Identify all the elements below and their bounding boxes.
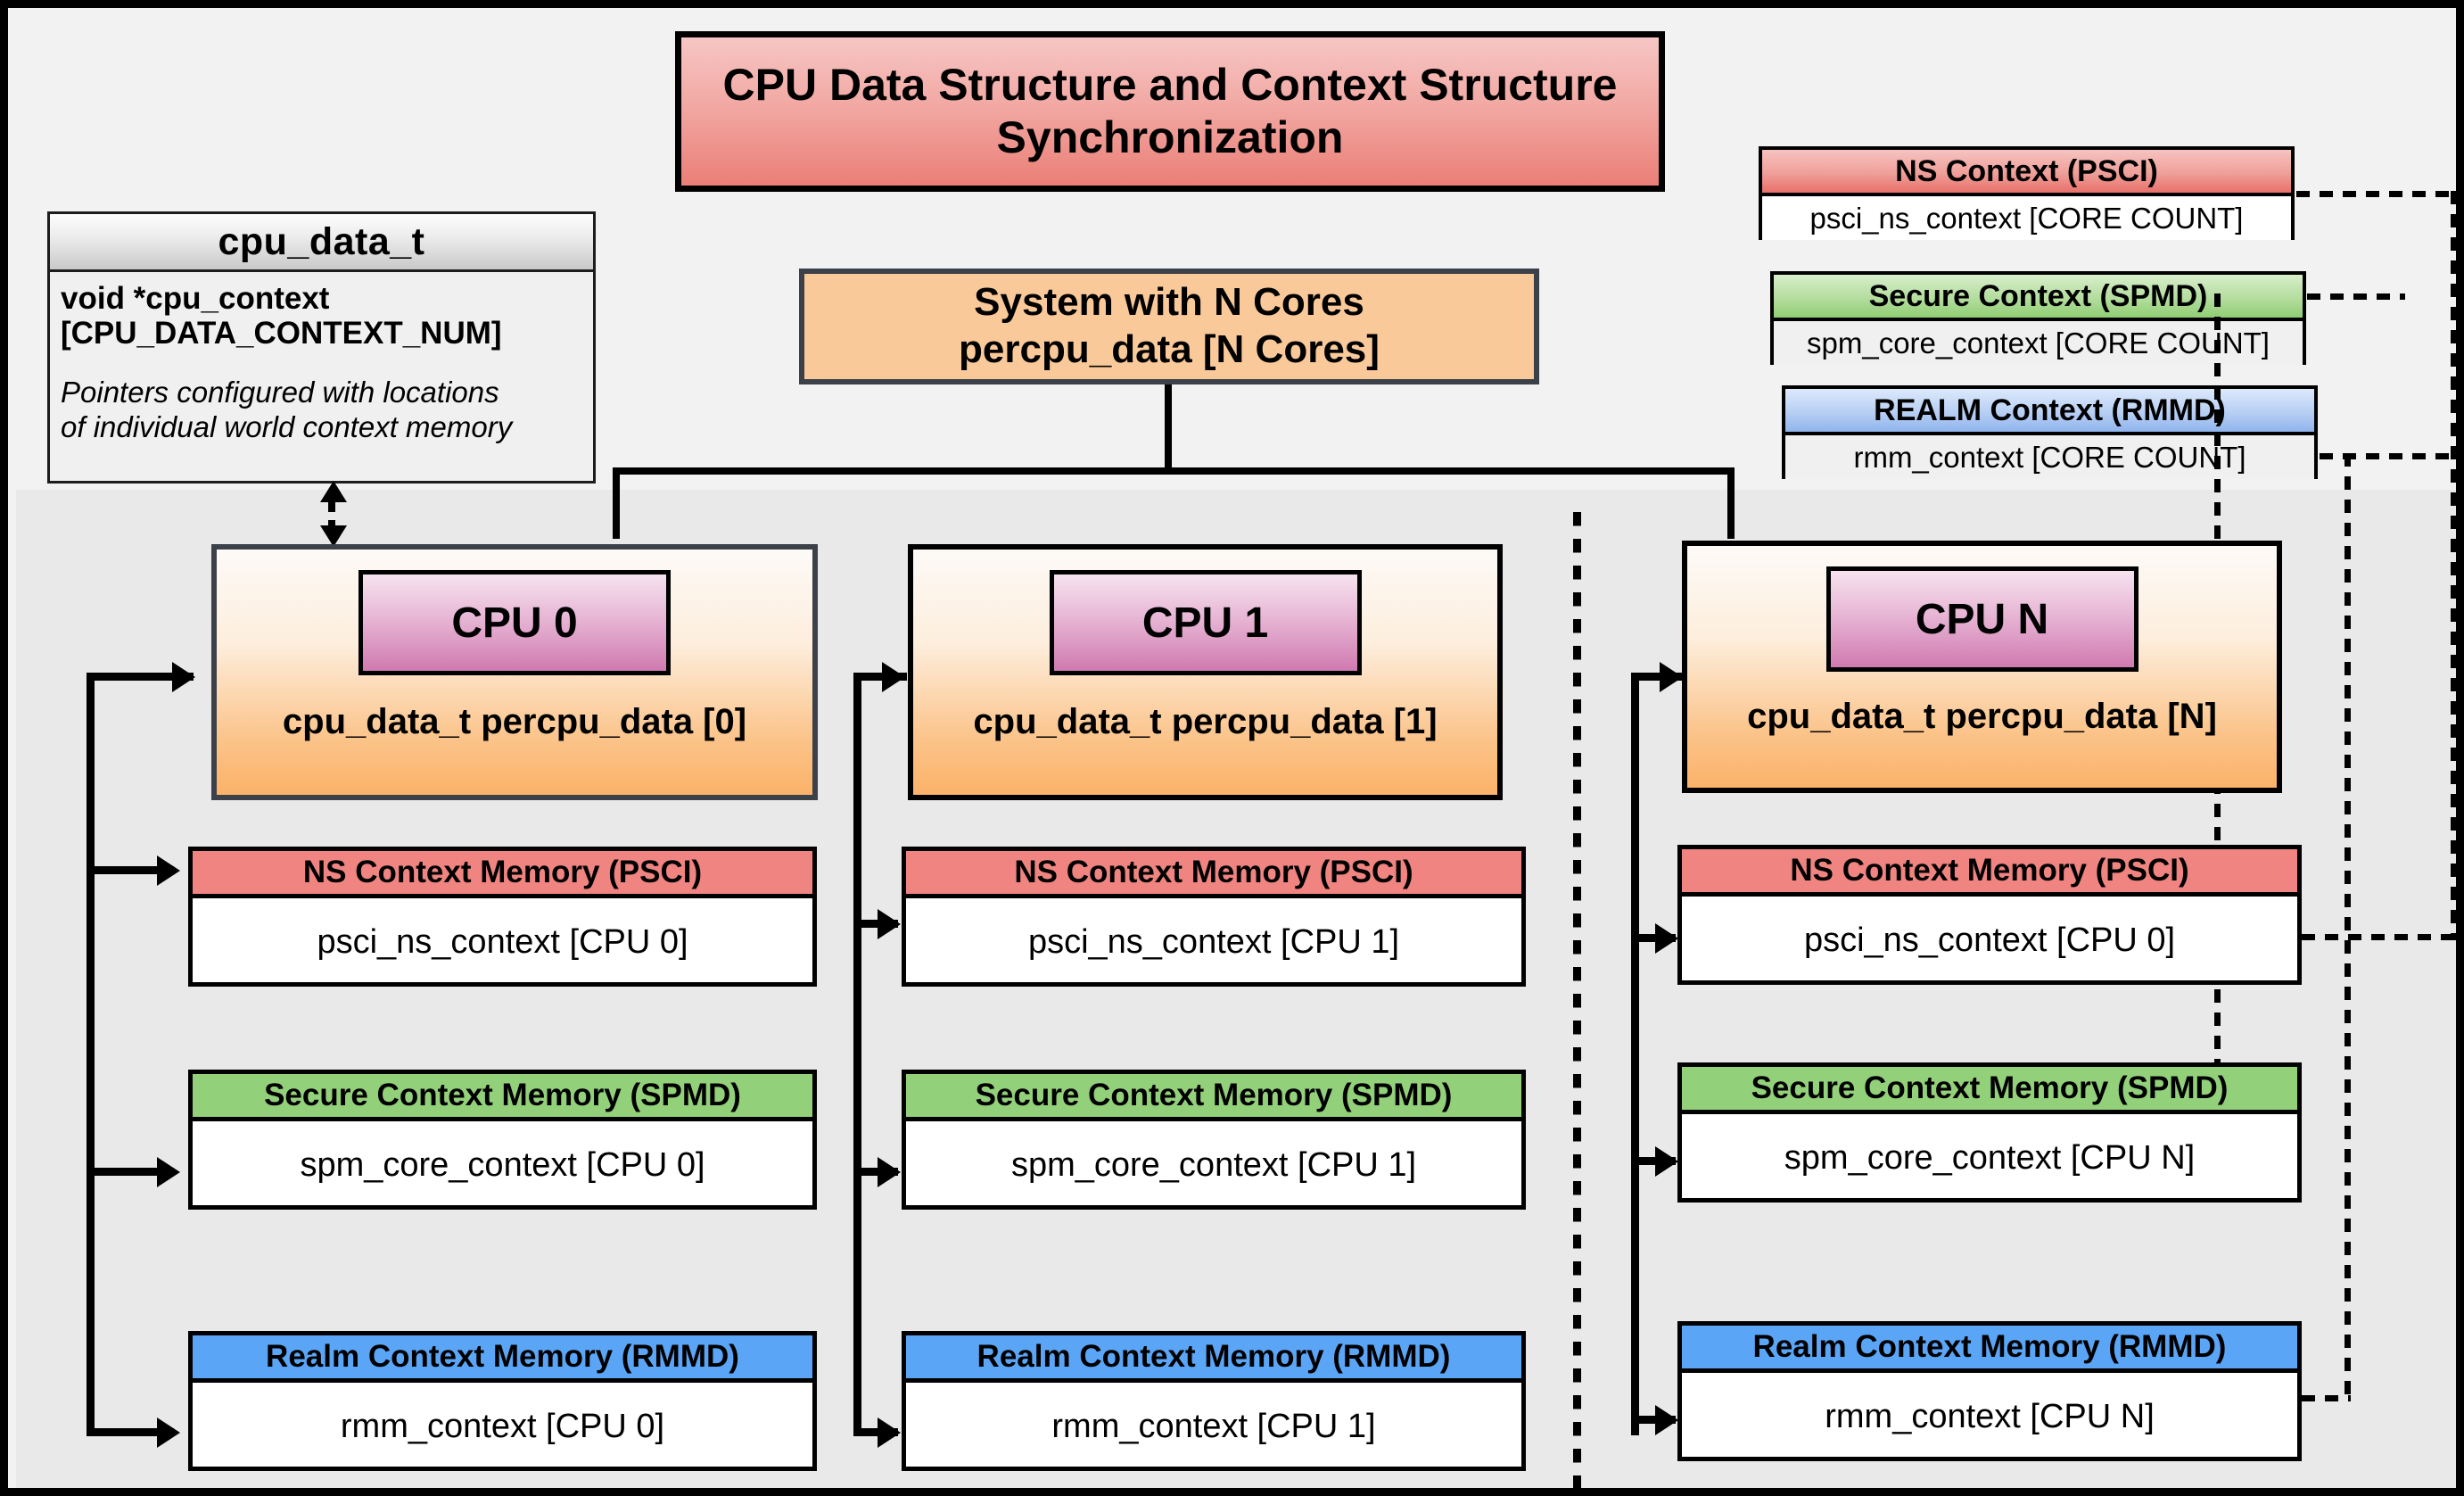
- cpu-caption-n: cpu_data_t percpu_data [N]: [1747, 697, 2217, 736]
- memory-body-n-realm: rmm_context [CPU N]: [1825, 1398, 2155, 1435]
- memory-box-n-ns: NS Context Memory (PSCI) psci_ns_context…: [1677, 845, 2302, 985]
- dash-ns-bottom: [2209, 934, 2456, 940]
- dash-ns-top: [2296, 191, 2456, 197]
- memory-header-n-ns: NS Context Memory (PSCI): [1682, 849, 2297, 897]
- dash-ns-right: [2451, 191, 2456, 940]
- cpu-data-t-body: void *cpu_context [CPU_DATA_CONTEXT_NUM]…: [50, 272, 593, 452]
- cpun-arrow-ns: [1655, 923, 1678, 954]
- cpun-bus-branch-ns: [1631, 934, 1676, 942]
- legend-secure-body: spm_core_context [CORE COUNT]: [1774, 321, 2303, 365]
- memory-body-n-secure: spm_core_context [CPU N]: [1784, 1139, 2196, 1177]
- cpu-chip-n: CPU N: [1825, 566, 2138, 672]
- left-bus-branch-realm: [87, 1428, 174, 1436]
- cpu1-arrow-cpu: [882, 662, 905, 692]
- cpu-data-t-header: cpu_data_t: [50, 214, 593, 272]
- memory-body-1-secure: spm_core_context [CPU 1]: [1010, 1146, 1417, 1184]
- cpu-data-t-field-line1: void *cpu_context: [61, 281, 330, 316]
- cpu1-arrow-realm: [878, 1417, 901, 1448]
- cpu-chip-0: CPU 0: [358, 570, 671, 675]
- left-bus-arrow-ns: [157, 855, 180, 886]
- system-bus-drop: [1165, 384, 1172, 474]
- memory-body-0-ns: psci_ns_context [CPU 0]: [317, 923, 688, 961]
- memory-box-1-ns: NS Context Memory (PSCI) psci_ns_context…: [902, 847, 1526, 987]
- memory-header-0-ns: NS Context Memory (PSCI): [193, 851, 812, 898]
- legend-realm-body: rmm_context [CORE COUNT]: [1785, 435, 2314, 479]
- memory-box-0-realm: Realm Context Memory (RMMD) rmm_context …: [188, 1331, 817, 1471]
- left-bus-branch-secure: [87, 1168, 174, 1176]
- dash-realm-right: [2345, 453, 2351, 1401]
- system-box: System with N Cores percpu_data [N Cores…: [799, 269, 1539, 384]
- memory-box-0-ns: NS Context Memory (PSCI) psci_ns_context…: [188, 847, 817, 987]
- memory-header-0-realm: Realm Context Memory (RMMD): [193, 1335, 812, 1383]
- cpu1-arrow-ns: [878, 909, 901, 939]
- left-bus-arrow-realm: [157, 1417, 180, 1448]
- cpu-caption-1: cpu_data_t percpu_data [1]: [973, 702, 1438, 741]
- cpu1-bus-branch-ns: [853, 920, 898, 928]
- dash-realm-top: [2320, 453, 2456, 459]
- cpu1-bus-branch-realm: [853, 1428, 898, 1436]
- legend-secure-header: Secure Context (SPMD): [1774, 275, 2303, 321]
- dash-secure-top: [2307, 293, 2405, 300]
- memory-body-0-realm: rmm_context [CPU 0]: [340, 1408, 665, 1445]
- cpu-data-link-arrow-down: [320, 525, 347, 547]
- memory-header-n-secure: Secure Context Memory (SPMD): [1682, 1067, 2297, 1114]
- cpu-data-t-box: cpu_data_t void *cpu_context [CPU_DATA_C…: [47, 211, 596, 484]
- legend-ns-context: NS Context (PSCI) psci_ns_context [CORE …: [1759, 146, 2295, 240]
- legend-ns-header: NS Context (PSCI): [1762, 150, 2291, 196]
- cpu-data-link-arrow-up: [320, 481, 347, 502]
- memory-header-1-ns: NS Context Memory (PSCI): [906, 851, 1521, 898]
- diagram-title-text: CPU Data Structure and Context Structure…: [722, 60, 1618, 162]
- memory-box-1-secure: Secure Context Memory (SPMD) spm_core_co…: [902, 1070, 1526, 1210]
- cpu-panel-1: CPU 1 cpu_data_t percpu_data [1]: [908, 544, 1503, 800]
- cpun-arrow-secure: [1655, 1146, 1678, 1177]
- cpu-data-t-note-line1: Pointers configured with locations: [61, 376, 499, 409]
- left-bus-arrow-secure: [157, 1157, 180, 1187]
- memory-header-1-secure: Secure Context Memory (SPMD): [906, 1074, 1521, 1121]
- cpu-data-t-field-line2: [CPU_DATA_CONTEXT_NUM]: [61, 316, 502, 351]
- cpu-data-link-dash: [328, 500, 335, 534]
- memory-box-0-secure: Secure Context Memory (SPMD) spm_core_co…: [188, 1070, 817, 1210]
- cpun-arrow-realm: [1655, 1405, 1678, 1435]
- memory-header-1-realm: Realm Context Memory (RMMD): [906, 1335, 1521, 1383]
- legend-realm-header: REALM Context (RMMD): [1785, 389, 2314, 435]
- system-bus-horizontal: [613, 467, 1735, 475]
- cpun-bus-branch-secure: [1631, 1157, 1676, 1165]
- memory-body-n-ns: psci_ns_context [CPU 0]: [1803, 922, 2176, 959]
- cpu-panel-n: CPU N cpu_data_t percpu_data [N]: [1682, 541, 2282, 793]
- system-box-line1: System with N Cores: [974, 280, 1364, 325]
- diagram-title: CPU Data Structure and Context Structure…: [675, 31, 1665, 192]
- cpun-bus-branch-realm: [1631, 1416, 1676, 1424]
- memory-header-n-realm: Realm Context Memory (RMMD): [1682, 1326, 2297, 1373]
- legend-secure-context: Secure Context (SPMD) spm_core_context […: [1770, 271, 2306, 365]
- cpu-caption-0: cpu_data_t percpu_data [0]: [282, 702, 747, 741]
- column-separator: [1573, 512, 1581, 1488]
- left-bus-vertical: [87, 673, 95, 1435]
- memory-box-n-realm: Realm Context Memory (RMMD) rmm_context …: [1677, 1321, 2302, 1461]
- cpu1-bus-branch-secure: [853, 1168, 898, 1176]
- cpun-arrow-cpu: [1660, 662, 1683, 692]
- cpun-bus-vertical: [1631, 673, 1639, 1435]
- memory-body-0-secure: spm_core_context [CPU 0]: [300, 1146, 705, 1184]
- left-bus-branch-cpu: [87, 673, 194, 681]
- left-bus-arrow-cpu: [172, 662, 195, 692]
- cpu-panel-0: CPU 0 cpu_data_t percpu_data [0]: [211, 544, 818, 800]
- memory-body-1-ns: psci_ns_context [CPU 1]: [1027, 923, 1400, 961]
- bus-drop-cpu0: [613, 467, 620, 539]
- memory-body-1-realm: rmm_context [CPU 1]: [1051, 1408, 1376, 1445]
- legend-realm-context: REALM Context (RMMD) rmm_context [CORE C…: [1782, 385, 2318, 479]
- cpu1-bus-branch-cpu: [853, 673, 907, 681]
- bus-drop-cpun: [1727, 467, 1735, 539]
- left-bus-branch-ns: [87, 866, 174, 874]
- cpu1-bus-vertical: [853, 673, 861, 1435]
- cpu-chip-1: CPU 1: [1049, 570, 1362, 675]
- system-box-line2: percpu_data [N Cores]: [959, 327, 1380, 371]
- cpu-data-t-note-line2: of individual world context memory: [61, 410, 513, 444]
- memory-box-n-secure: Secure Context Memory (SPMD) spm_core_co…: [1677, 1062, 2302, 1203]
- cpun-bus-branch-cpu: [1631, 673, 1685, 681]
- memory-box-1-realm: Realm Context Memory (RMMD) rmm_context …: [902, 1331, 1526, 1471]
- legend-ns-body: psci_ns_context [CORE COUNT]: [1762, 196, 2291, 240]
- memory-header-0-secure: Secure Context Memory (SPMD): [193, 1074, 812, 1121]
- cpu1-arrow-secure: [878, 1157, 901, 1187]
